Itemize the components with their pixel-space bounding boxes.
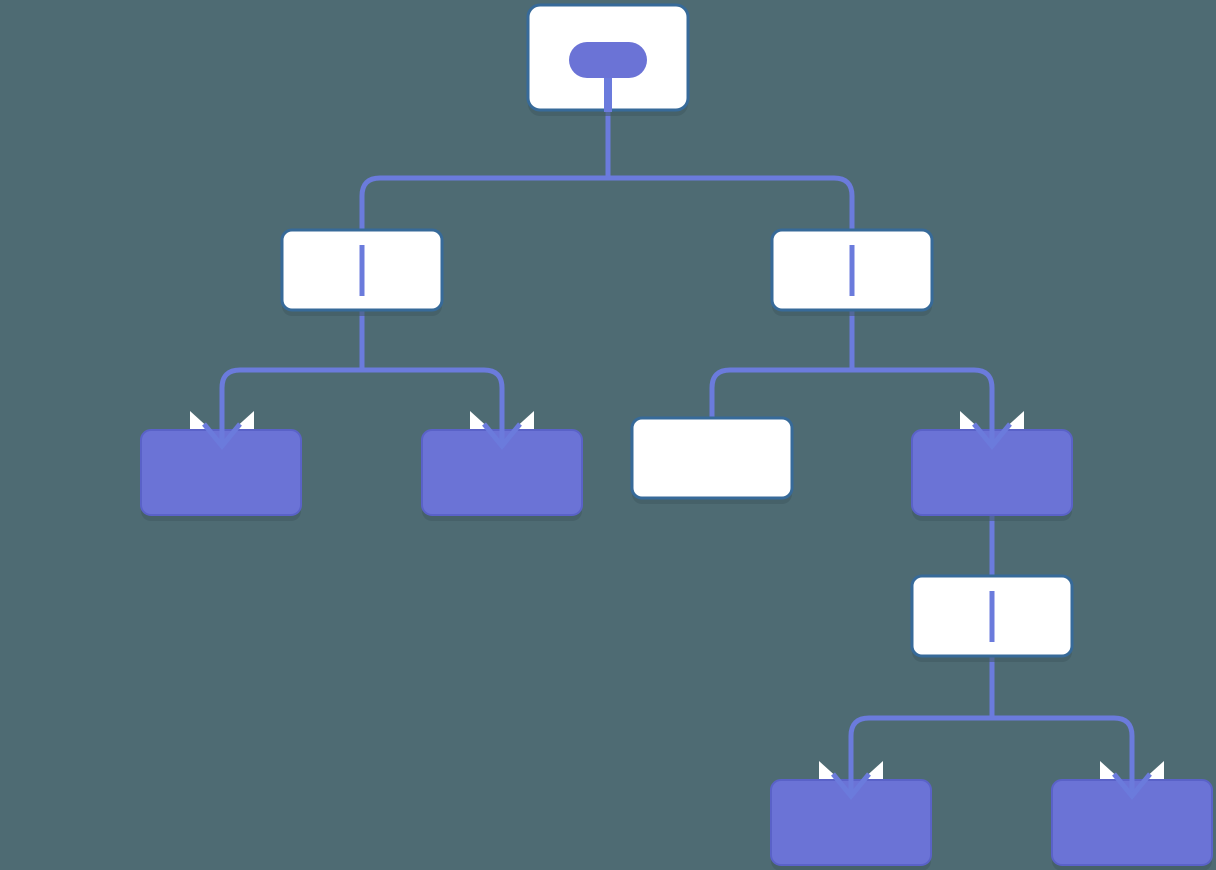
root-pill-stem bbox=[604, 70, 612, 112]
arrowhead-icon-r2b bbox=[972, 400, 1012, 450]
arrowhead-icon-r4a bbox=[831, 750, 871, 800]
root-pill-badge[interactable] bbox=[569, 42, 647, 78]
edge-right-l1-to-a bbox=[709, 367, 852, 418]
edge-left-l1-to-b bbox=[362, 367, 505, 426]
root-pill-group[interactable] bbox=[569, 42, 647, 112]
edge-r3-to-b bbox=[992, 715, 1135, 776]
arrowhead-icon-l2b bbox=[482, 400, 522, 450]
edge-r3-to-a bbox=[848, 715, 992, 776]
arrowhead-icon-r4b bbox=[1112, 750, 1152, 800]
node-r2a[interactable] bbox=[630, 416, 794, 500]
arrowhead-icon-l2a bbox=[202, 400, 242, 450]
edge-root-to-left bbox=[359, 175, 608, 232]
node-r2a-body[interactable] bbox=[630, 416, 794, 500]
edge-root-to-right bbox=[608, 175, 855, 232]
edge-left-l1-to-a bbox=[219, 367, 362, 426]
edge-right-l1-to-b bbox=[852, 367, 995, 426]
